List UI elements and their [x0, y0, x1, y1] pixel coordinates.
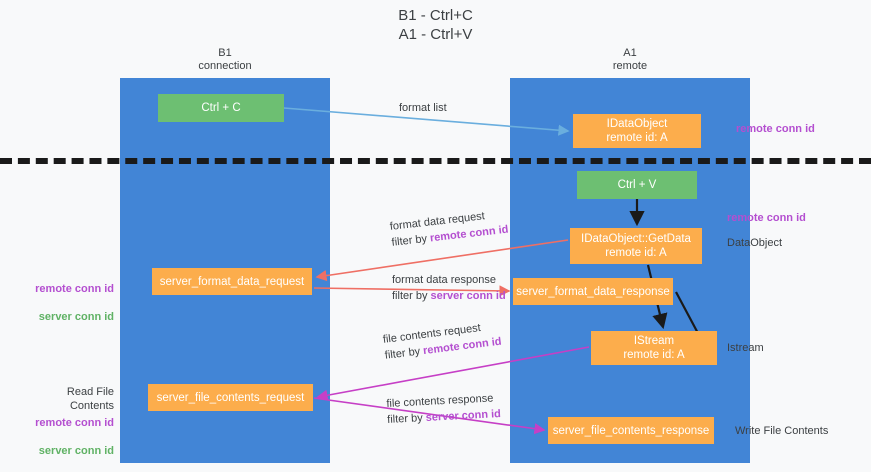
note-right-remote-conn-id-top: remote conn id [736, 123, 815, 135]
note-right-dataobject: DataObject [727, 237, 783, 249]
node-server-format-data-response[interactable]: server_format_data_response [513, 278, 673, 305]
note-left-server-conn-id-2: server conn id [38, 445, 114, 457]
node-ctrl-v[interactable]: Ctrl + V [577, 171, 697, 199]
note-right-remote-conn-id-mid: remote conn id [727, 212, 806, 224]
edge-label-line-primary: format data response [392, 274, 496, 286]
note-right-istream: Istream [727, 342, 764, 354]
note-left-remote-conn-id: remote conn id [35, 283, 114, 295]
filter-prefix: filter by [391, 232, 431, 249]
note-left-conn-ids-2: remote conn id server conn id [22, 402, 114, 472]
note-right-write-file-contents: Write File Contents [735, 425, 829, 437]
filter-value-server-conn-id: server conn id [430, 290, 506, 302]
node-idataobject-getdata[interactable]: IDataObject::GetData remote id: A [570, 228, 702, 264]
edge-label-file-contents-request: file contents request filter by remote c… [382, 318, 502, 364]
filter-prefix: filter by [384, 345, 424, 362]
node-istream[interactable]: IStream remote id: A [591, 331, 717, 365]
note-left-read-file-contents: Read File Contents [66, 386, 114, 412]
node-server-format-data-request[interactable]: server_format_data_request [152, 268, 312, 295]
node-server-file-contents-response[interactable]: server_file_contents_response [548, 417, 714, 444]
section-divider [0, 158, 871, 164]
filter-value-server-conn-id: server conn id [425, 408, 502, 424]
node-server-file-contents-request[interactable]: server_file_contents_request [148, 384, 313, 411]
column-header-a1: A1 remote [612, 47, 648, 72]
node-ctrl-c[interactable]: Ctrl + C [158, 94, 284, 122]
diagram-title: B1 - Ctrl+C A1 - Ctrl+V [398, 7, 473, 43]
node-idataobject[interactable]: IDataObject remote id: A [573, 114, 701, 148]
edge-label-line-filter: filter by server conn id [392, 288, 506, 304]
edge-label-format-list: format list [399, 102, 447, 114]
note-left-server-conn-id: server conn id [38, 311, 114, 323]
note-left-conn-ids: remote conn id server conn id [22, 268, 114, 338]
edge-label-format-data-response: format data response filter by server co… [392, 272, 506, 304]
filter-prefix: filter by [386, 411, 427, 426]
column-header-b1: B1 connection [198, 47, 252, 72]
edge-label-format-data-request: format data request filter by remote con… [389, 206, 509, 251]
edge-label-file-contents-response: file contents response filter by server … [386, 390, 501, 428]
note-left-remote-conn-id-2: remote conn id [35, 417, 114, 429]
filter-prefix: filter by [392, 290, 431, 302]
